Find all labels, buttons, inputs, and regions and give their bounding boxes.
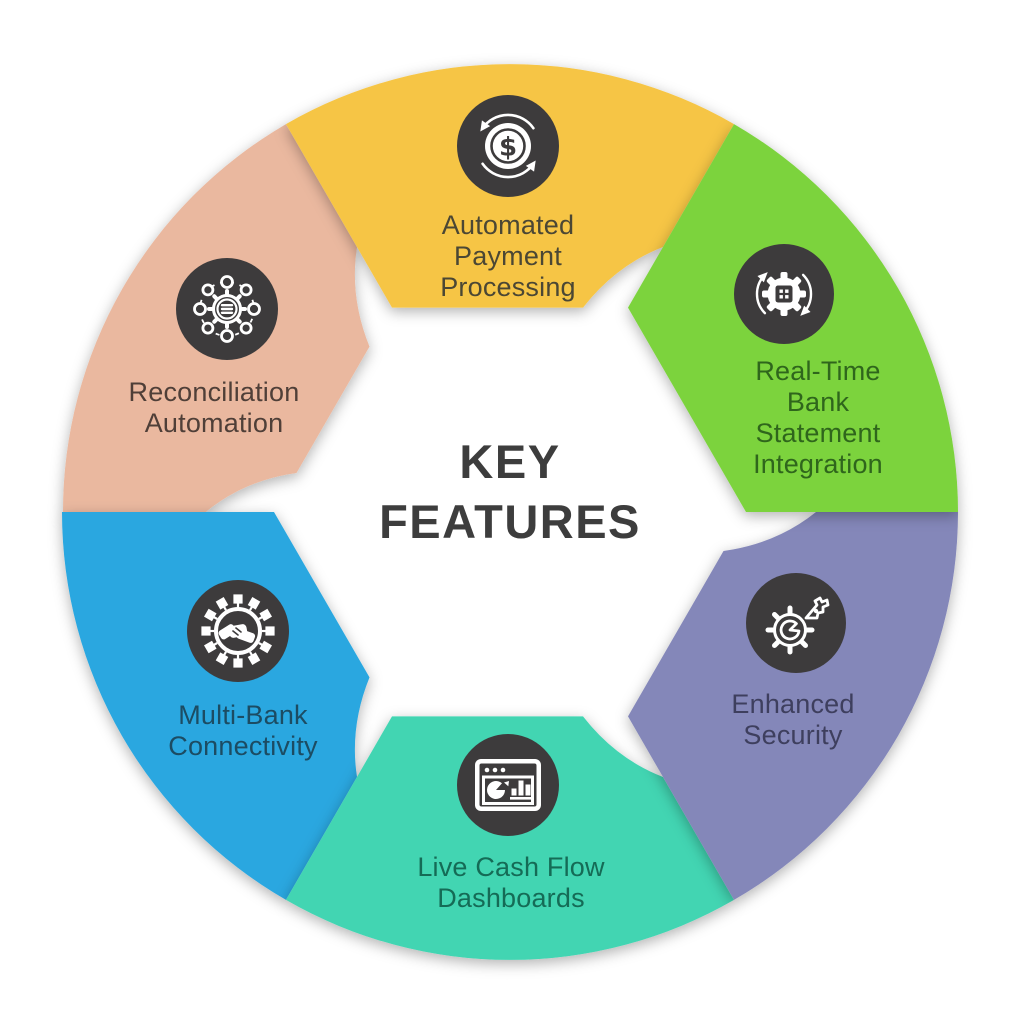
handshake-network-icon: [187, 580, 289, 682]
dashboard-icon: [457, 734, 559, 836]
dollar-glyph: $: [499, 133, 517, 163]
handshake-glyph: [218, 624, 256, 643]
gear-sync-icon: [734, 244, 834, 344]
label-live-cash-flow-dashboards: Live Cash Flow Dashboards: [417, 852, 605, 914]
segment-multi-bank-connectivity: [62, 512, 370, 900]
label-real-time-bank-statement-integration: Real-Time Bank Statement Integration: [753, 356, 883, 480]
segment-live-cash-flow-dashboards: [286, 716, 734, 960]
security-gear-icon: [746, 573, 846, 673]
payment-cycle-icon: $: [457, 95, 559, 197]
network-gear-icon: [176, 258, 278, 360]
label-reconciliation-automation: Reconciliation Automation: [128, 377, 300, 439]
segment-enhanced-security: [628, 512, 958, 900]
label-enhanced-security: Enhanced Security: [731, 689, 855, 751]
label-multi-bank-connectivity: Multi-Bank Connectivity: [168, 700, 318, 762]
label-automated-payment-processing: Automated Payment Processing: [440, 210, 576, 303]
page-title: KEY FEATURES: [379, 435, 641, 549]
